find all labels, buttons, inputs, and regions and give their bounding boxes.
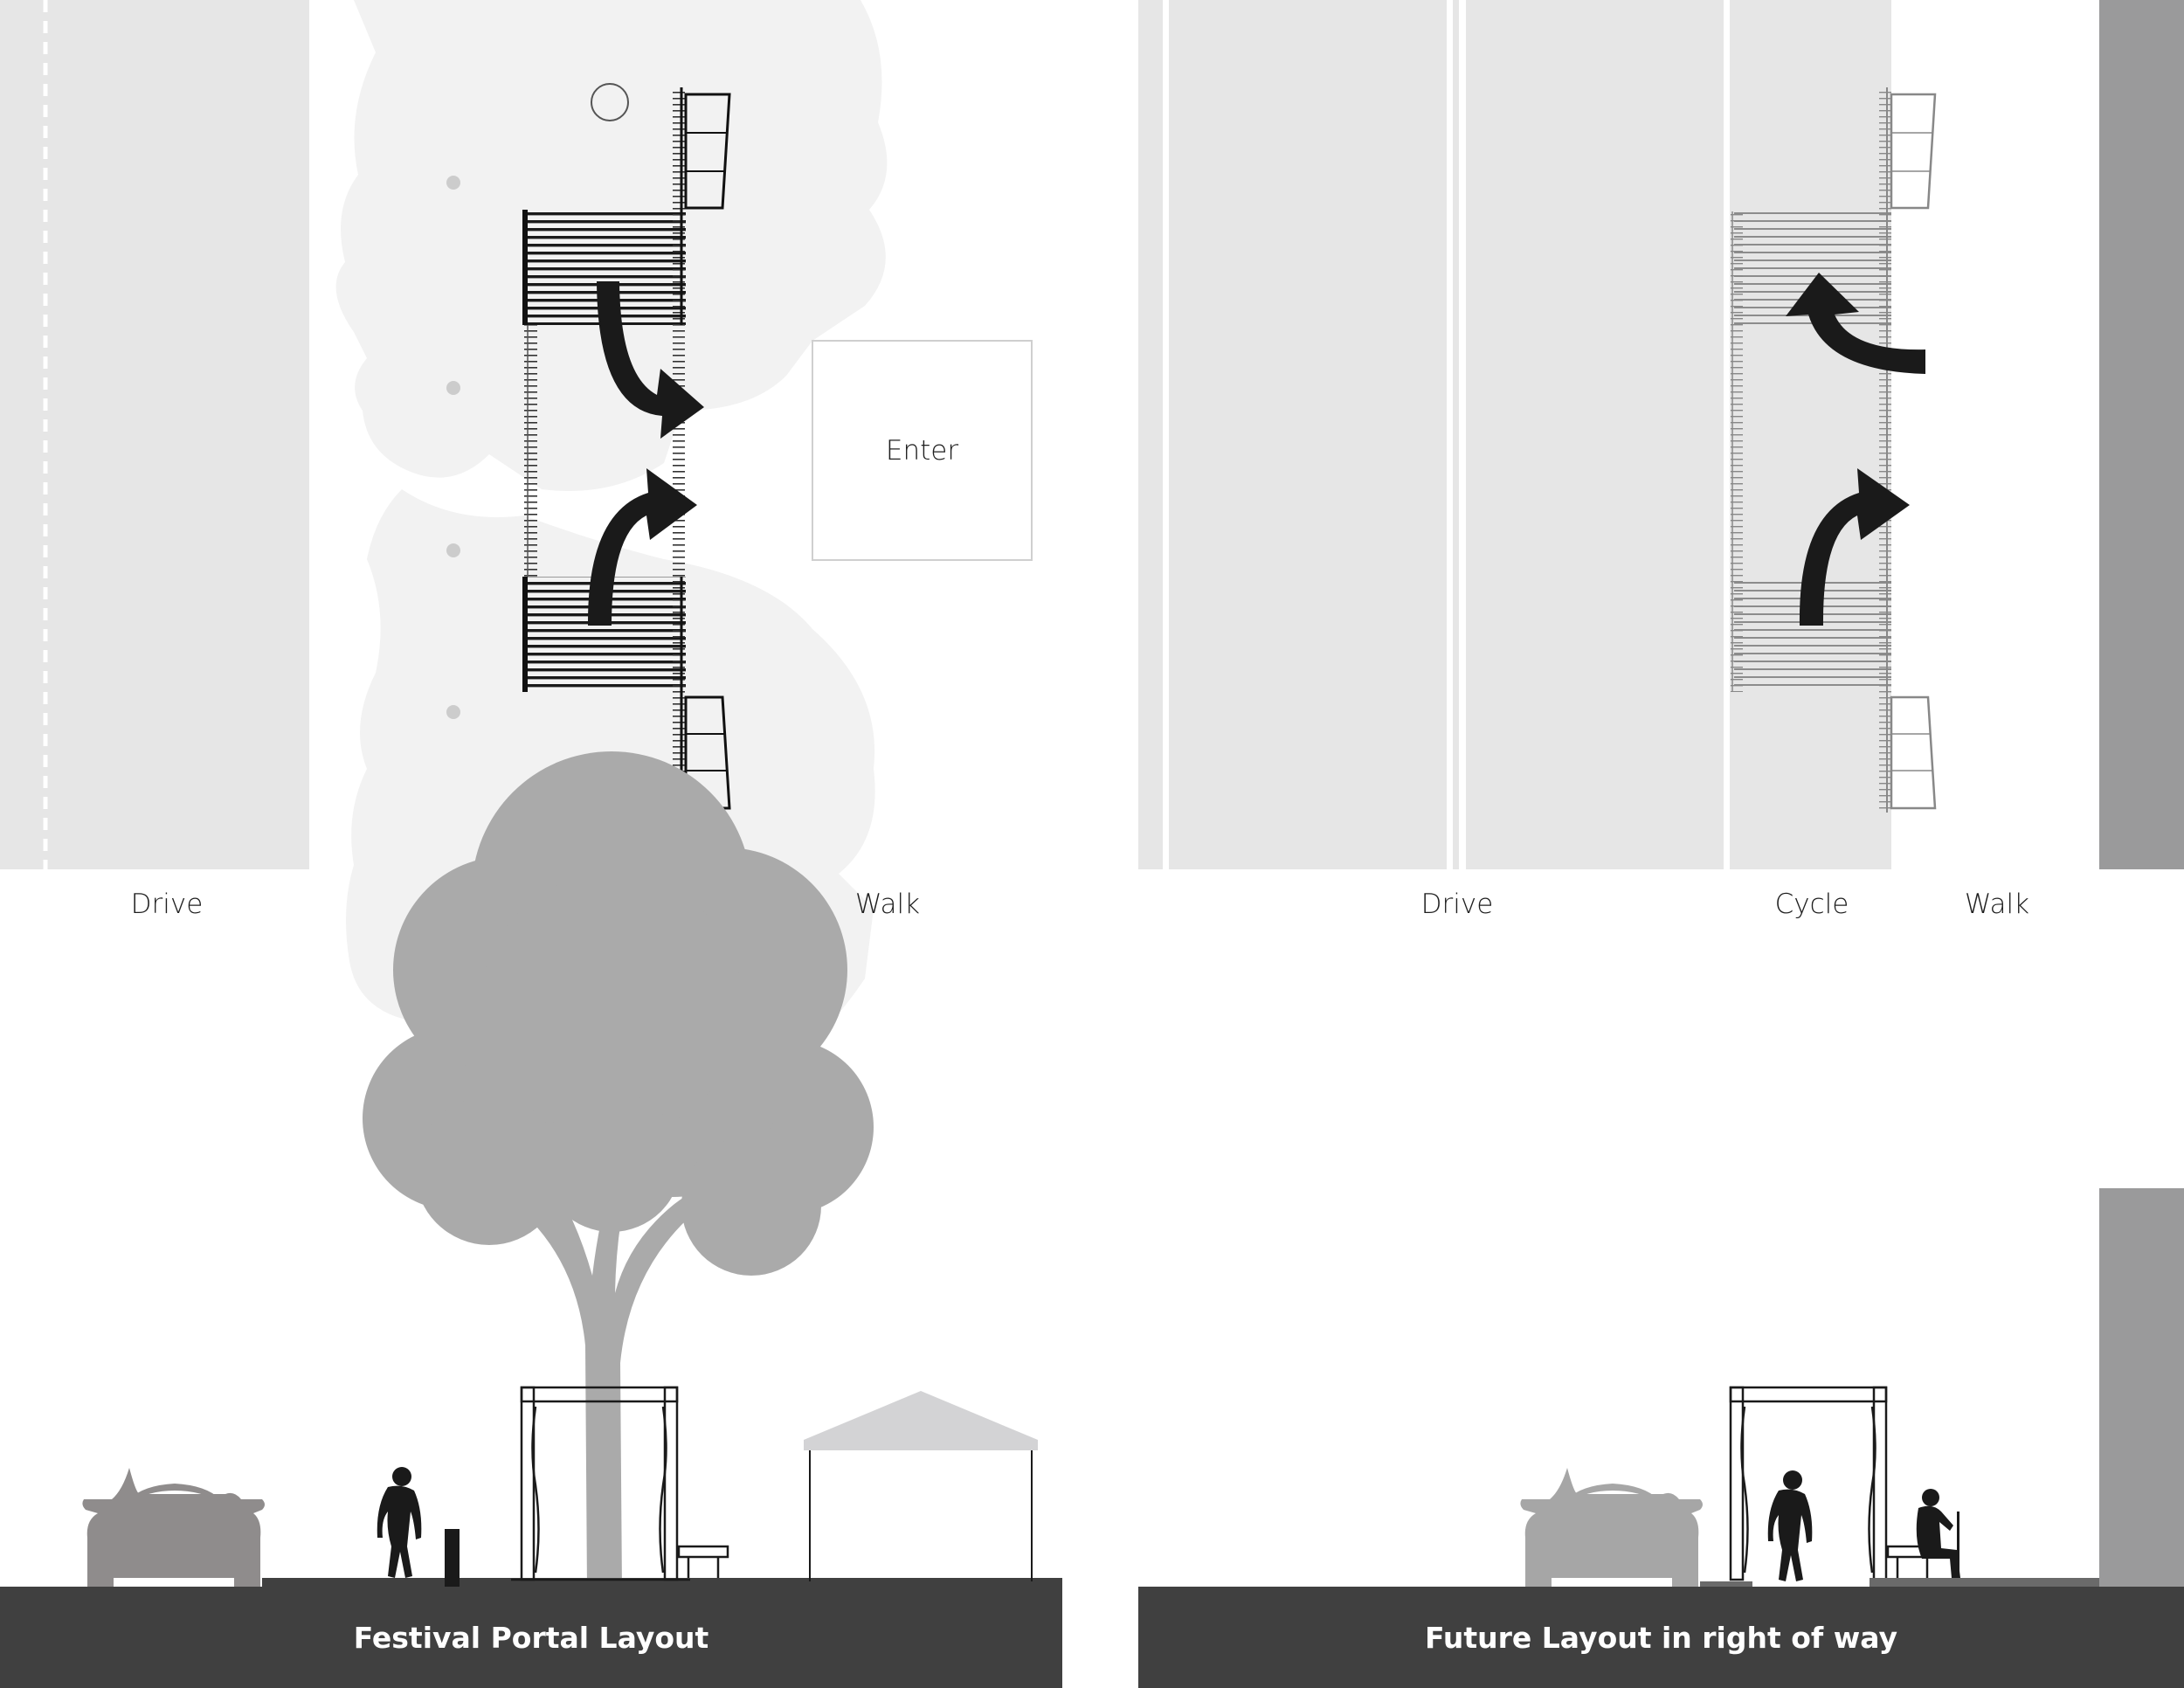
label-walk-left: Walk [854,889,921,920]
walk-zone-plan-right [1891,0,2099,869]
caption-right: Future Layout in right of way [1138,1587,2184,1688]
seated-person-right [1916,1489,1960,1580]
planter-circle-top [591,83,629,121]
label-walk-right: Walk [1964,889,2030,920]
right-section [1520,1188,2184,1588]
cyclist-left [377,1467,422,1578]
tree-section [363,751,874,1590]
label-drive-left: Drive [130,889,204,920]
flow-arrows-left [587,281,704,626]
tent-section [804,1391,1038,1581]
building-section-right [2099,1188,2184,1587]
enter-zone: Enter [812,340,1033,561]
enter-label: Enter [885,434,959,467]
portal-frame-right [1729,1386,1888,1581]
label-cycle-right: Cycle [1774,889,1849,920]
car-left [82,1468,266,1587]
car-right [1520,1468,1703,1587]
bollards [446,176,460,719]
caption-left: Festival Portal Layout [0,1587,1062,1688]
right-plan [1138,0,2184,869]
bench-left [677,1545,729,1578]
bollard-section [445,1529,460,1587]
caption-right-text: Future Layout in right of way [1424,1620,1898,1655]
portal-frame-left [511,1386,690,1581]
cyclist-right [1767,1470,1813,1581]
flow-arrows-right [1786,273,1925,626]
left-section [82,751,1062,1590]
drive-lane-plan [0,0,309,869]
building-plan-right [2099,0,2184,869]
label-drive-right: Drive [1420,889,1494,920]
caption-left-text: Festival Portal Layout [353,1620,709,1655]
